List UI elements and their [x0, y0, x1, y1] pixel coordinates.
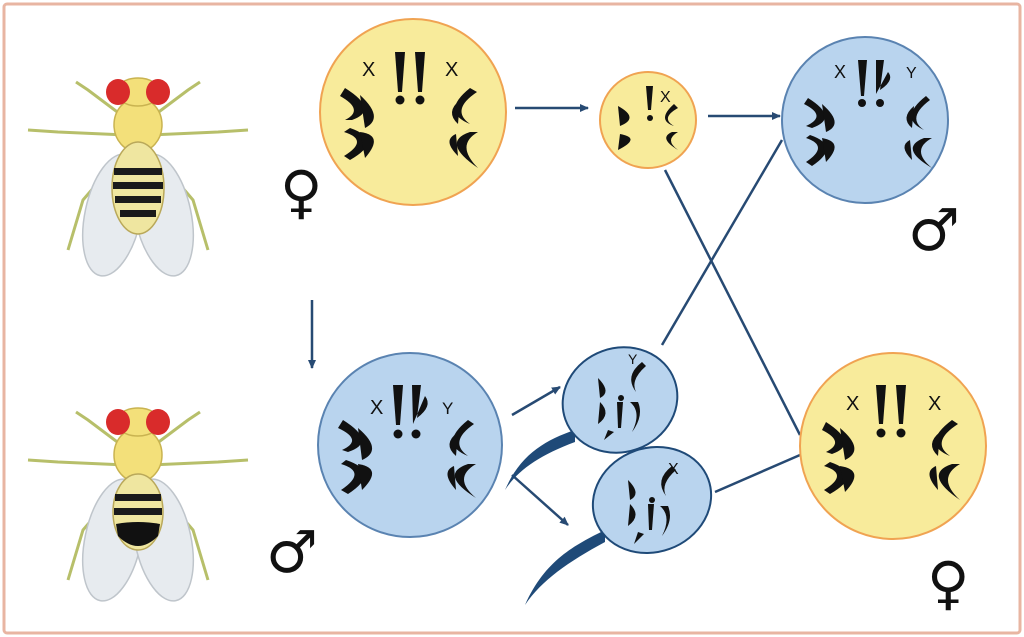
- line-sperm-y-to-male-offspring: [660, 139, 784, 346]
- chromosome-icon: [618, 86, 678, 150]
- sperm-y-tail: [505, 430, 575, 490]
- chromosome-icon: [338, 385, 476, 498]
- chromosome-icon: [822, 385, 960, 500]
- chromosome-icon: [628, 466, 676, 544]
- male-parent-cell: [317, 352, 503, 538]
- line-egg-to-female-offspring: [663, 169, 802, 436]
- male-offspring-cell: [781, 36, 949, 204]
- male-symbol-icon: ♂: [266, 518, 318, 586]
- female-symbol-icon: ♀: [280, 158, 322, 226]
- male-parent-x-label: X: [370, 397, 383, 419]
- female-offspring-x-left-label: X: [846, 393, 859, 415]
- female-offspring-x-right-label: X: [928, 393, 941, 415]
- sperm-x-tail: [525, 530, 605, 605]
- chromosome-icon: [598, 362, 646, 440]
- male-parent-y-label: Y: [442, 399, 453, 418]
- sperm-y-label: Y: [628, 351, 638, 367]
- female-offspring-cell: [799, 352, 987, 540]
- arrow-male-to-sperm-y: [511, 385, 561, 417]
- female-parent-x-left-label: X: [362, 59, 375, 81]
- female-parent-x-right-label: X: [445, 59, 458, 81]
- female-symbol-icon: ♀: [927, 549, 969, 617]
- chromosome-icon: [804, 60, 932, 168]
- arrow-male-to-sperm-x: [511, 474, 569, 526]
- female-fly-icon: [27, 77, 249, 277]
- male-symbol-icon: ♂: [908, 196, 960, 264]
- chromosome-icon: [340, 52, 478, 168]
- female-parent-cell: [319, 18, 507, 206]
- male-fly-icon: [27, 407, 249, 602]
- line-sperm-x-to-female-offspring: [714, 453, 801, 494]
- male-offspring-x-label: X: [834, 62, 846, 82]
- sperm-x-label: X: [668, 461, 679, 478]
- male-offspring-y-label: Y: [906, 65, 917, 82]
- egg-x-label: X: [660, 89, 671, 106]
